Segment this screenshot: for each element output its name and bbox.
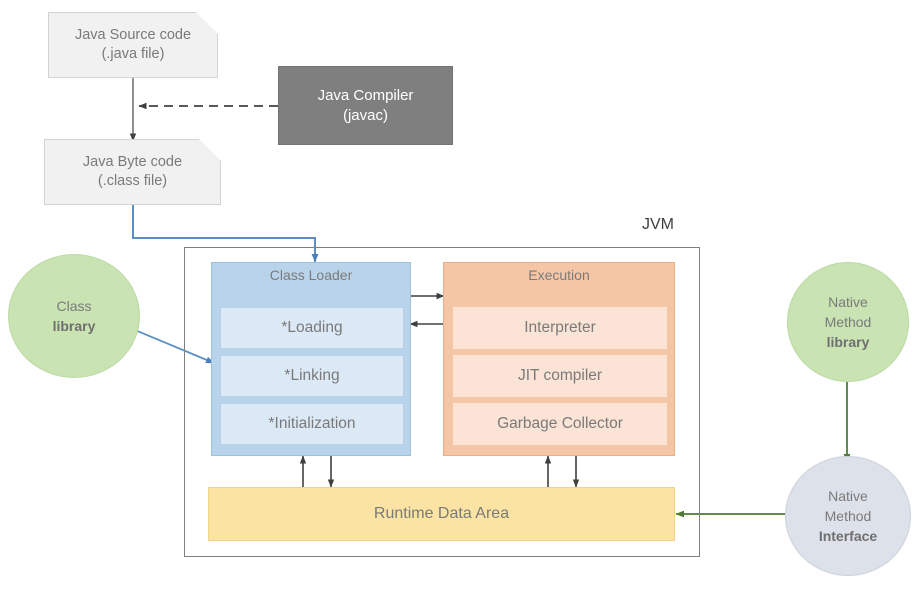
java-compiler-box: Java Compiler (javac) — [278, 66, 453, 145]
class-library-line2: library — [52, 318, 96, 334]
execution-title: Execution — [528, 267, 590, 283]
jvm-label: JVM — [642, 216, 674, 233]
native-method-interface-ellipse: Native Method Interface — [785, 456, 911, 576]
native-method-library-line3: library — [826, 334, 870, 351]
java-source-code-box: Java Source code (.java file) — [48, 12, 218, 78]
java-source-line1: Java Source code — [74, 27, 192, 44]
class-loader-item-loading: *Loading — [220, 307, 404, 349]
java-compiler-line1: Java Compiler — [317, 87, 414, 105]
native-method-library-line1: Native — [828, 293, 868, 310]
jvm-container — [184, 247, 700, 557]
java-byte-code-box: Java Byte code (.class file) — [44, 139, 221, 205]
class-loader-item-linking-label: *Linking — [284, 367, 340, 384]
class-loader-panel: Class Loader *Loading *Linking *Initiali… — [211, 262, 411, 456]
native-method-library-ellipse: Native Method library — [787, 262, 909, 382]
native-method-interface-line1: Native — [828, 487, 868, 504]
native-method-interface-line3: Interface — [818, 528, 878, 545]
class-loader-title: Class Loader — [269, 267, 353, 283]
java-bytecode-line2: (.class file) — [97, 173, 168, 189]
class-library-ellipse: Class library — [8, 254, 140, 378]
execution-panel: Execution Interpreter JIT compiler Garba… — [443, 262, 675, 456]
native-method-library-line2: Method — [824, 313, 872, 330]
execution-item-jit-compiler: JIT compiler — [453, 355, 667, 397]
execution-item-interpreter: Interpreter — [453, 307, 667, 349]
execution-item-garbage-collector: Garbage Collector — [453, 403, 667, 445]
execution-item-jit-compiler-label: JIT compiler — [517, 367, 603, 384]
class-loader-item-loading-label: *Loading — [281, 319, 343, 336]
class-library-line1: Class — [56, 297, 92, 314]
java-compiler-line2: (javac) — [342, 106, 388, 124]
runtime-data-area-box: Runtime Data Area — [208, 487, 675, 541]
class-loader-item-initialization: *Initialization — [220, 403, 404, 445]
execution-item-interpreter-label: Interpreter — [524, 319, 596, 336]
java-source-line2: (.java file) — [101, 46, 165, 62]
native-method-interface-line2: Method — [824, 507, 872, 524]
class-loader-item-linking: *Linking — [220, 355, 404, 397]
class-loader-item-initialization-label: *Initialization — [268, 415, 356, 432]
java-bytecode-line1: Java Byte code — [82, 154, 183, 171]
execution-item-garbage-collector-label: Garbage Collector — [497, 415, 623, 432]
runtime-data-area-label: Runtime Data Area — [373, 504, 510, 522]
